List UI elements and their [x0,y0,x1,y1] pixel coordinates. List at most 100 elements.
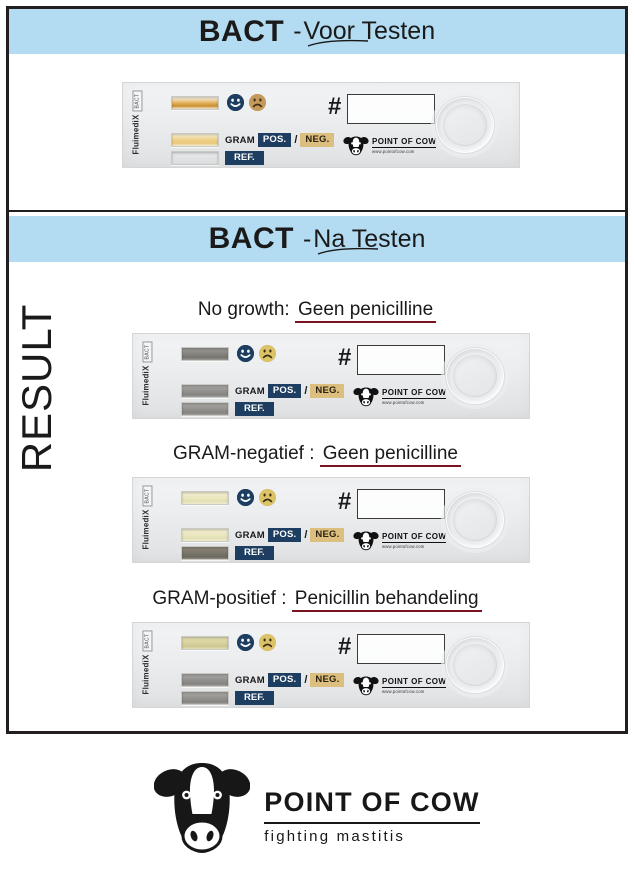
gram-negative-tag: NEG. [310,384,345,398]
strip-brand-block: BACT FluimediX [141,630,155,698]
footer-brand-logo: POINT OF COW fighting mastitis [0,757,634,862]
sample-port [445,491,505,549]
sample-port [435,96,495,154]
footer-brand-text: POINT OF COW fighting mastitis [264,775,480,845]
bact-title-after: BACT [208,222,294,255]
strip-code-label: BACT [132,90,143,112]
gram-negative-tag: NEG. [310,528,345,542]
well-gram [181,384,229,398]
gram-label: GRAM [235,529,265,541]
hash-symbol: # [328,93,342,120]
strip-cow-logo: POINT OF COW www.pointofcow.com [353,386,447,408]
gram-label: GRAM [225,134,255,146]
strip-brand-block: BACT FluimediX [141,341,155,409]
strip-brand-label: FluimediX [141,365,151,406]
well-ref [181,691,229,705]
strip-logo-line2: www.pointofcow.com [382,544,425,549]
tag-separator: / [304,385,308,397]
strip-code-label: BACT [142,341,153,363]
tag-separator: / [294,134,298,146]
subtitle-swoosh-underline [307,38,369,48]
caption-rx-2: Penicillin behandeling [291,588,482,612]
strip-logo-line1: POINT OF COW [382,532,447,543]
cow-head-icon [343,136,369,156]
reference-row: REF. [235,402,274,416]
strip-cow-logo: POINT OF COW www.pointofcow.com [353,675,447,697]
smiley-happy-icon [227,94,244,111]
tag-separator: / [304,529,308,541]
gram-positive-tag: POS. [267,528,302,542]
strip-brand-label: FluimediX [141,654,151,695]
hash-symbol: # [338,344,352,371]
cow-head-icon [353,531,379,551]
strip-brand-label: FluimediX [131,114,141,155]
well-ref [171,151,219,165]
test-strip-no-growth: BACT FluimediX [132,333,530,419]
strip-cow-logo: POINT OF COW www.pointofcow.com [343,135,437,157]
strip-logo-text: POINT OF COW www.pointofcow.com [382,677,447,694]
sample-port [445,347,505,405]
smiley-sad-icon [259,634,276,651]
cow-head-icon [353,676,379,696]
caption-lead-0: No growth: [197,299,290,320]
strip-logo-line1: POINT OF COW [382,677,447,688]
cow-head-icon [353,387,379,407]
subtitle-text: Voor Testen [303,17,436,45]
section-header-before: BACT -Voor Testen [9,9,625,54]
caption-lead-2: GRAM-positief : [152,588,287,609]
gram-positive-tag: POS. [267,673,302,687]
bact-subtitle-after: -Na Testen [303,225,425,255]
subtitle-dash: - [293,17,302,45]
sample-id-writebox [357,634,445,664]
strip-logo-text: POINT OF COW www.pointofcow.com [372,137,437,154]
sample-id-writebox [357,489,445,519]
reference-tag: REF. [225,151,264,165]
main-frame: BACT -Voor Testen BACT FluimediX [6,6,628,734]
strip-logo-line1: POINT OF COW [372,137,437,148]
well-ref [181,402,229,416]
smiley-happy-icon [237,634,254,651]
reference-tag: REF. [235,691,274,705]
section-header-after: BACT -Na Testen [9,216,625,262]
well-top [181,347,229,361]
hash-symbol: # [338,633,352,660]
well-top [181,491,229,505]
hash-symbol: # [338,488,352,515]
smiley-happy-icon [237,345,254,362]
cow-head-icon [154,763,251,853]
footer-brand-line2: fighting mastitis [264,828,406,845]
strip-code-label: BACT [142,630,153,652]
tag-separator: / [304,674,308,686]
reference-row: REF. [225,151,264,165]
gram-positive-tag: POS. [267,384,302,398]
gram-result-row: GRAM POS. / NEG. [235,673,345,687]
strip-brand-block: BACT FluimediX [131,90,145,158]
well-gram [181,673,229,687]
well-ref [181,546,229,560]
smiley-sad-icon [249,94,266,111]
well-top [181,636,229,650]
footer-brand-line1: POINT OF COW [264,789,480,824]
smiley-happy-icon [237,489,254,506]
test-strip-before: BACT FluimediX [122,82,520,168]
caption-rx-1: Geen penicilline [319,443,461,467]
well-gram [181,528,229,542]
section-divider [9,210,625,212]
caption-gram-negative: GRAM-negatief : Geen penicilline [9,443,625,467]
test-strip-gram-negative: BACT FluimediX [132,477,530,563]
test-strip-gram-positive: BACT FluimediX [132,622,530,708]
well-gram [171,133,219,147]
caption-gram-positive: GRAM-positief : Penicillin behandeling [9,588,625,612]
gram-result-row: GRAM POS. / NEG. [225,133,335,147]
reference-row: REF. [235,546,274,560]
bact-title-before: BACT [198,14,285,48]
strip-logo-line2: www.pointofcow.com [372,149,415,154]
strip-logo-line2: www.pointofcow.com [382,689,425,694]
sample-id-writebox [357,345,445,375]
strip-brand-block: BACT FluimediX [142,485,155,553]
gram-negative-tag: NEG. [300,133,335,147]
strip-cow-logo: POINT OF COW www.pointofcow.com [353,530,447,552]
sample-id-writebox [347,94,435,124]
caption-lead-1: GRAM-negatief : [173,443,315,464]
